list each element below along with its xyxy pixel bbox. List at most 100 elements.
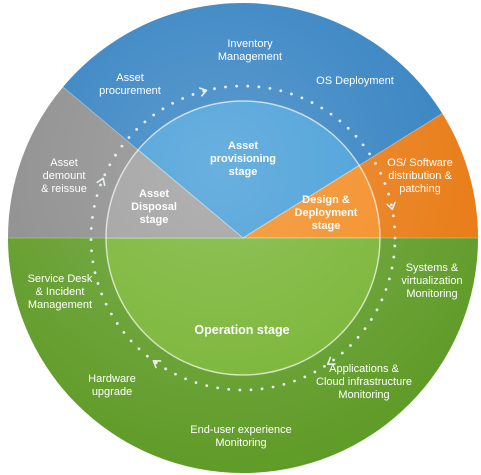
cycle-dot bbox=[290, 92, 293, 96]
wheel-gloss bbox=[8, 3, 478, 473]
cycle-dot bbox=[122, 331, 126, 334]
cycle-dot bbox=[249, 388, 253, 392]
cycle-dot bbox=[93, 271, 97, 275]
cycle-arrow bbox=[96, 177, 106, 187]
cycle-dot bbox=[96, 282, 100, 285]
cycle-dot bbox=[224, 85, 227, 89]
cycle-dot bbox=[313, 370, 317, 374]
cycle-dot bbox=[120, 144, 124, 148]
cycle-dot bbox=[135, 127, 139, 131]
cycle-dot bbox=[332, 358, 336, 362]
cycle-dot bbox=[391, 214, 395, 218]
cycle-arrow bbox=[386, 201, 396, 211]
cycle-dot bbox=[387, 192, 390, 196]
cycle-dot bbox=[213, 87, 216, 91]
cycle-dot bbox=[91, 215, 94, 219]
cycle-dot bbox=[388, 277, 391, 281]
cycle-dot bbox=[393, 225, 396, 229]
cycle-dot bbox=[205, 384, 209, 388]
cycle-dot bbox=[389, 203, 393, 207]
cycle-dot bbox=[89, 238, 93, 241]
cycle-dot bbox=[257, 85, 261, 89]
cycle-dot bbox=[338, 119, 342, 123]
cycle-dot bbox=[375, 308, 379, 312]
cycle-dot bbox=[181, 97, 185, 100]
cycle-dot bbox=[340, 351, 344, 355]
cycle-dot bbox=[369, 318, 373, 321]
cycle-dot bbox=[393, 236, 397, 240]
cycle-dot bbox=[300, 96, 304, 100]
cycle-dot bbox=[282, 383, 286, 386]
cycle-dot bbox=[127, 136, 131, 139]
cycle-dot bbox=[104, 302, 108, 306]
stage-label-operation: Operation stage bbox=[194, 323, 289, 337]
cycle-dot bbox=[161, 107, 165, 111]
cycle-dot bbox=[137, 347, 141, 351]
cycle-dot bbox=[384, 288, 388, 291]
cycle-dot bbox=[363, 327, 367, 331]
cycle-dot bbox=[393, 244, 397, 248]
cycle-dot bbox=[227, 387, 231, 391]
cycle-dot bbox=[303, 375, 307, 379]
cycle-dot bbox=[109, 312, 113, 316]
cycle-dot bbox=[279, 89, 283, 93]
cycle-dot bbox=[191, 93, 195, 96]
cycle-dot bbox=[184, 377, 187, 381]
cycle-dot bbox=[103, 173, 107, 177]
cycle-dot bbox=[320, 106, 324, 110]
cycle-dot bbox=[323, 364, 326, 368]
cycle-dot bbox=[268, 87, 272, 90]
cycle-dot bbox=[108, 163, 112, 167]
cycle-dot bbox=[92, 205, 96, 208]
cycle-dot bbox=[329, 112, 333, 116]
cycle-dot bbox=[260, 387, 264, 391]
cycle-dot bbox=[154, 361, 158, 365]
cycle-dot bbox=[392, 255, 396, 259]
cycle-dot bbox=[174, 372, 177, 376]
cycle-dot bbox=[361, 143, 365, 147]
cycle-dot bbox=[90, 249, 93, 253]
cycle-dot bbox=[194, 381, 198, 384]
cycle-arrow bbox=[198, 87, 208, 97]
cycle-dot bbox=[216, 386, 220, 390]
cycle-dot bbox=[91, 260, 95, 264]
cycle-dot bbox=[238, 388, 242, 392]
cycle-dot bbox=[143, 120, 147, 124]
cycle-dot bbox=[152, 113, 156, 117]
cycle-dot bbox=[164, 367, 168, 371]
cycle-dot bbox=[114, 153, 117, 157]
cycle-dot bbox=[89, 227, 93, 230]
cycle-dot bbox=[293, 379, 296, 383]
cycle-dot bbox=[374, 161, 377, 165]
cycle-dot bbox=[310, 101, 314, 104]
cycle-dot bbox=[356, 335, 360, 339]
cycle-dot bbox=[379, 171, 382, 175]
activity-label: OS Deployment bbox=[316, 75, 394, 87]
cycle-dot bbox=[390, 266, 394, 270]
cycle-dot bbox=[354, 134, 358, 138]
cycle-dot bbox=[115, 322, 119, 325]
cycle-dot bbox=[380, 298, 384, 302]
cycle-arrow bbox=[326, 356, 336, 366]
cycle-dot bbox=[346, 126, 350, 130]
cycle-dot bbox=[129, 339, 133, 343]
cycle-dot bbox=[271, 385, 275, 389]
cycle-arrow bbox=[152, 359, 162, 369]
cycle-dot bbox=[95, 194, 99, 197]
cycle-dot bbox=[235, 84, 239, 88]
cycle-dot bbox=[246, 84, 250, 88]
